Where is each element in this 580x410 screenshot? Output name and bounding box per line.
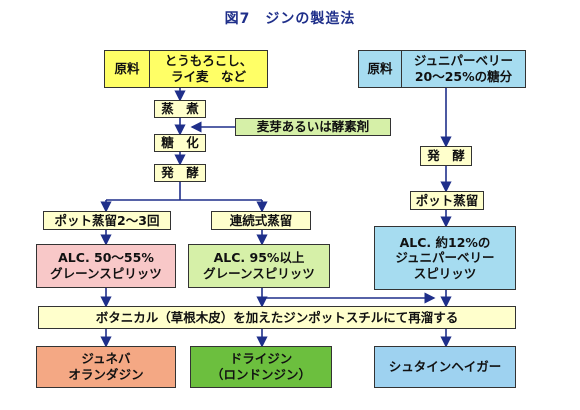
cook-step: 蒸 煮	[154, 100, 206, 118]
page-title: 図7 ジンの製造法	[224, 11, 356, 27]
dry-gin-line1: ドライジン	[229, 351, 293, 367]
grain-spirits-95-line2: グレーンスピリッツ	[203, 266, 315, 281]
genever-product-box: ジュネバ オランダジン	[36, 346, 176, 388]
grain-spirits-50-line1: ALC. 50～55%	[58, 250, 154, 266]
left-raw-material-text: とうもろこし、 ライ麦 など	[150, 51, 267, 87]
left-raw-material-box: 原料 とうもろこし、 ライ麦 など	[104, 50, 268, 88]
genever-line2: オランダジン	[68, 367, 144, 382]
ferment-step-right: 発 酵	[420, 146, 472, 166]
juniper-spirits-line3: スピリッツ	[413, 265, 477, 281]
left-raw-material-line1: とうもろこし、	[164, 53, 253, 69]
grain-spirits-95-line1: ALC. 95%以上	[213, 250, 305, 266]
juniper-spirits-box: ALC. 約12%の ジュニパーベリー スピリッツ	[374, 226, 516, 290]
right-raw-material-text: ジュニパーベリー 20～25%の糖分	[402, 51, 525, 87]
left-raw-material-label: 原料	[105, 51, 150, 87]
grain-spirits-95-box: ALC. 95%以上 グレーンスピリッツ	[188, 244, 330, 288]
continuous-still: 連続式蒸留	[211, 211, 311, 230]
right-raw-material-label: 原料	[359, 51, 402, 87]
right-raw-material-line1: ジュニパーベリー	[413, 53, 514, 69]
grain-spirits-50-box: ALC. 50～55% グレーンスピリッツ	[36, 244, 176, 288]
dry-gin-product-box: ドライジン （ロンドンジン）	[190, 346, 332, 388]
genever-line1: ジュネバ	[81, 351, 131, 367]
saccharify-step: 糖 化	[154, 134, 206, 152]
malt-enzyme-box: 麦芽あるいは酵素剤	[235, 118, 391, 136]
pot-still-left: ポット蒸留2～3回	[43, 211, 171, 230]
left-raw-material-line2: ライ麦 など	[170, 69, 246, 84]
steinhager-product-box: シュタインヘイガー	[374, 346, 516, 388]
grain-spirits-50-line2: グレーンスピリッツ	[50, 266, 162, 281]
juniper-spirits-line2: ジュニパーベリー	[395, 250, 495, 266]
botanical-redistill-box: ボタニカル（草根木皮）を加えたジンポットスチルにて再溜する	[38, 306, 516, 329]
dry-gin-line2: （ロンドンジン）	[210, 367, 311, 382]
ferment-step-left: 発 酵	[154, 164, 206, 182]
right-raw-material-box: 原料 ジュニパーベリー 20～25%の糖分	[358, 50, 526, 88]
pot-still-right: ポット蒸留	[410, 191, 484, 210]
juniper-spirits-line1: ALC. 約12%の	[399, 234, 491, 250]
right-raw-material-line2: 20～25%の糖分	[414, 69, 513, 84]
